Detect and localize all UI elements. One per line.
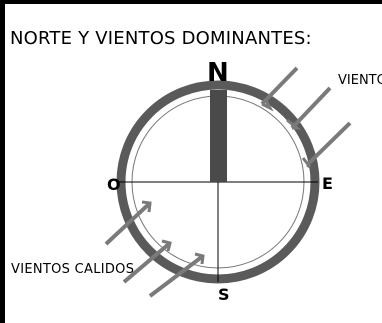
east-label: E xyxy=(322,174,333,193)
warm-arrowhead-3 xyxy=(194,252,205,265)
north-label: N xyxy=(207,58,229,88)
wind-arrow-3 xyxy=(305,121,352,167)
wind-arrowhead-2 xyxy=(286,118,302,130)
warm-arrow-1 xyxy=(104,201,152,246)
vientos-calidos-label: VIENTOS CALIDOS xyxy=(11,262,135,277)
wind-arrow-2 xyxy=(290,86,332,130)
warm-arrow-3 xyxy=(148,254,205,298)
warm-arrowhead-2 xyxy=(161,239,172,252)
viento-label: VIENTO xyxy=(338,73,382,88)
wind-arrowhead-1 xyxy=(261,98,274,112)
west-label: O xyxy=(107,175,121,194)
warm-arrow-2 xyxy=(122,241,172,284)
warm-arrowhead-1 xyxy=(141,200,152,213)
warm-wind-arrows xyxy=(104,200,205,298)
diagram-title: NORTE Y VIENTOS DOMINANTES: xyxy=(10,28,312,49)
north-needle xyxy=(210,90,227,182)
dominant-wind-arrows xyxy=(260,66,352,169)
frame-left-border xyxy=(0,0,5,323)
frame-top-border xyxy=(0,0,382,4)
south-label: S xyxy=(218,285,230,304)
wind-arrowhead-3 xyxy=(301,157,312,169)
wind-arrow-1 xyxy=(260,66,299,106)
